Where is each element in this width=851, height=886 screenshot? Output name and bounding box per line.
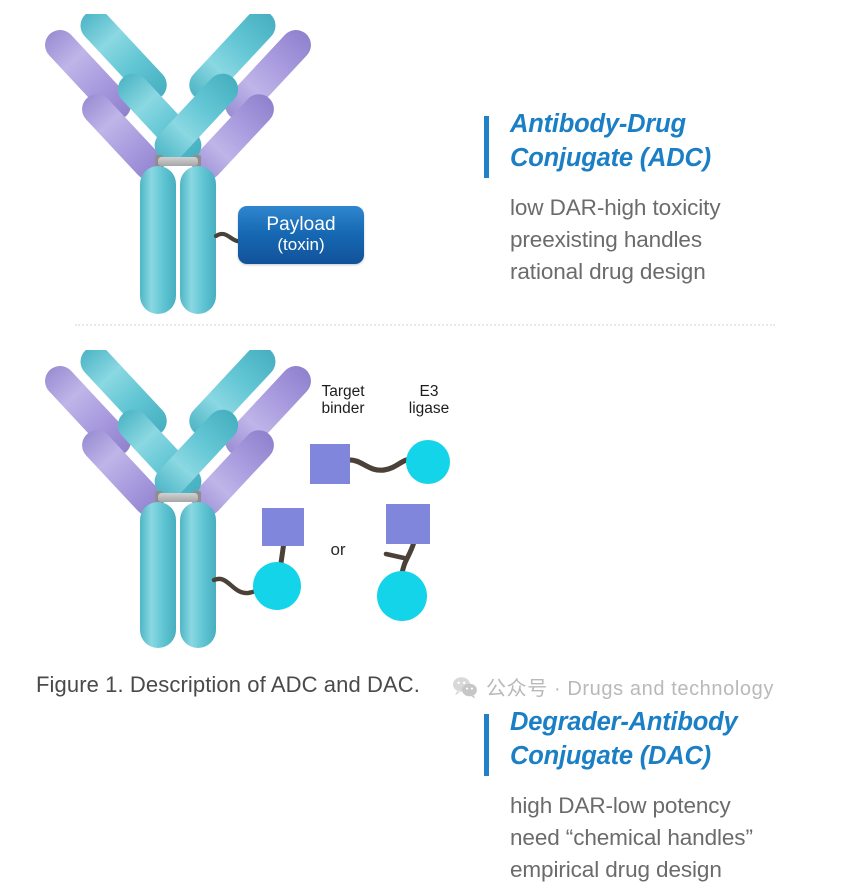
bullet-item: rational drug design bbox=[510, 258, 706, 284]
bullet-item: preexisting handles bbox=[510, 226, 702, 252]
watermark-text: 公众号 · Drugs and technology bbox=[486, 678, 774, 700]
degrader-linker-stub bbox=[383, 551, 407, 561]
label-or: or bbox=[330, 540, 346, 559]
figure-caption: Figure 1. Description of ADC and DAC. bbox=[36, 672, 420, 697]
antibody-illustration-adc bbox=[45, 14, 311, 314]
bullet-item: empirical drug design bbox=[510, 856, 722, 882]
degrader-linker bbox=[345, 456, 417, 473]
bullet-item: low DAR-high toxicity bbox=[510, 194, 721, 220]
heavy-chain-arm-right bbox=[154, 14, 276, 161]
degrader-linker bbox=[399, 539, 417, 577]
accent-bar-adc bbox=[484, 116, 489, 178]
text-block-dac: Degrader-Antibody Conjugate (DAC) high D… bbox=[484, 706, 844, 886]
label-target-binder: Target binder bbox=[321, 383, 365, 418]
hinge-disulfide-bridge bbox=[155, 491, 201, 505]
degrader-legend-free bbox=[310, 440, 450, 484]
watermark: 公众号 · Drugs and technology bbox=[452, 672, 774, 701]
bullet-item: need “chemical handles” bbox=[510, 824, 753, 850]
wechat-icon bbox=[453, 676, 477, 698]
text-block-adc: Antibody-Drug Conjugate (ADC) low DAR-hi… bbox=[484, 108, 844, 288]
bullet-list-adc: low DAR-high toxicity preexisting handle… bbox=[510, 192, 844, 288]
panel-adc: Payload (toxin) Antibody-Drug Conjugate … bbox=[0, 0, 851, 325]
light-chain-left bbox=[45, 30, 164, 180]
label-e3-ligase: E3 ligase bbox=[408, 383, 450, 418]
payload-title: Payload bbox=[266, 213, 336, 235]
bullet-item: high DAR-low potency bbox=[510, 792, 731, 818]
light-chain-left bbox=[45, 366, 164, 516]
fc-region bbox=[140, 166, 216, 314]
degrader-attached bbox=[253, 508, 304, 610]
panel-divider bbox=[75, 324, 775, 326]
heading-dac: Degrader-Antibody Conjugate (DAC) bbox=[510, 708, 738, 770]
e3-ligase-circle bbox=[406, 440, 450, 484]
payload-box: Payload (toxin) bbox=[238, 206, 364, 264]
antibody-illustration-dac bbox=[45, 350, 311, 648]
payload-subtitle: (toxin) bbox=[277, 234, 325, 254]
target-binder-square bbox=[386, 504, 430, 544]
light-chain-right bbox=[192, 30, 311, 180]
heading-adc: Antibody-Drug Conjugate (ADC) bbox=[510, 110, 711, 172]
hinge-disulfide-bridge bbox=[155, 155, 201, 169]
target-binder-square bbox=[310, 444, 350, 484]
target-binder-square bbox=[262, 508, 304, 546]
e3-ligase-circle bbox=[377, 571, 427, 621]
degrader-free-floating bbox=[377, 504, 430, 621]
light-chain-right bbox=[192, 366, 311, 516]
bullet-list-dac: high DAR-low potency need “chemical hand… bbox=[510, 790, 844, 886]
heavy-chain-arm-right bbox=[154, 350, 276, 497]
e3-ligase-circle bbox=[253, 562, 301, 610]
fc-region bbox=[140, 502, 216, 648]
accent-bar-dac bbox=[484, 714, 489, 776]
